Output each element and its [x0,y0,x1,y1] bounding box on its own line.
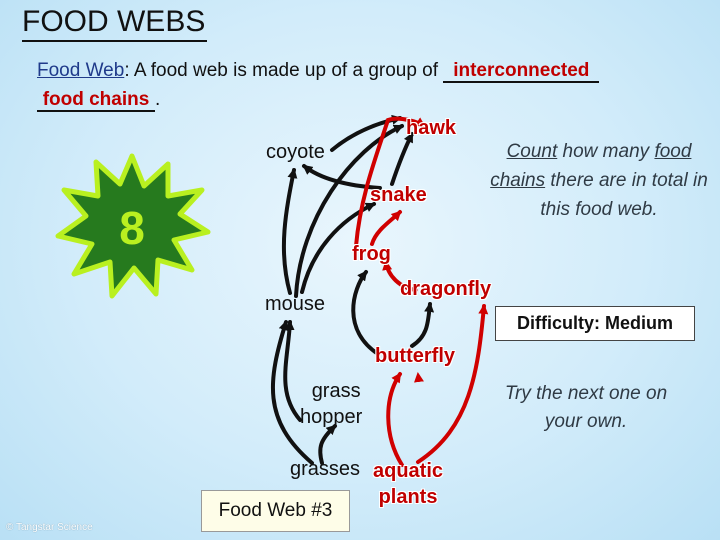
instruction-rest-2: there are in total in this food web. [540,170,708,220]
definition-end: . [155,89,161,110]
definition-line: Food Web: A food web is made up of a gro… [37,60,600,83]
arrow-snake-to-hawk [390,132,414,186]
aquatic-line-1: aquatic [373,460,444,482]
instruction-text: Count how many food chains there are in … [481,137,717,224]
aquatic-line-2: plants [378,486,438,508]
arrow-frog-to-snake [370,210,402,246]
node-grasshopper: grass hopper [300,378,362,430]
node-grasses: grasses [290,458,361,480]
arrow-frog-to-hawk [354,116,426,248]
node-snake: snake [370,184,427,206]
food-web-number: Food Web #3 [201,490,350,532]
instruction-count: Count [506,141,558,162]
blank-1-answer: interconnected [453,60,590,81]
node-butterfly: butterfly [375,345,455,367]
arrow-grasses-to-mouse [271,320,314,465]
difficulty-box: Difficulty: Medium [495,306,695,341]
node-aquatic-plants: aquatic plants [373,458,443,510]
try-next-text: Try the next one on your own. [504,383,668,432]
grasshopper-line-2: hopper [300,406,363,428]
badge-number: 8 [119,202,145,254]
grasshopper-line-1: grass [311,380,361,402]
arrow-grasshopper-to-mouse [283,320,302,422]
blank-2: food chains [37,90,155,112]
arrow-aquatic-to-butterfly [386,372,404,467]
starburst-shape [55,153,211,299]
starburst-badge: 8 [55,153,211,299]
definition-text: A food web is made up of a group of [133,60,439,81]
node-mouse: mouse [265,293,326,315]
blank-1: interconnected [443,60,600,83]
instruction-food-chains: food chains [490,141,692,191]
definition-line-2: food chains. [37,89,160,112]
food-web-term: Food Web [37,60,125,81]
node-coyote: coyote [266,141,325,163]
term-colon: : [124,60,130,81]
arrow-aquatic-to-dragonfly [416,304,489,464]
node-dragonfly: dragonfly [400,278,492,300]
arrow-butterfly-to-dragonfly [410,302,435,348]
page-title: FOOD WEBS [22,4,208,42]
arrow-butterfly-to-frog [351,270,380,356]
arrow-mouse-to-coyote [281,168,298,295]
arrow-dragonfly-to-frog [382,260,418,292]
node-frog: frog [352,243,391,265]
instruction-rest-1: how many [562,141,650,162]
node-hawk: hawk [406,117,457,139]
arrow-grasses-to-grasshopper [318,424,337,465]
blank-2-answer: food chains [42,89,150,110]
copyright-text: © Tangstar Science [6,522,93,533]
